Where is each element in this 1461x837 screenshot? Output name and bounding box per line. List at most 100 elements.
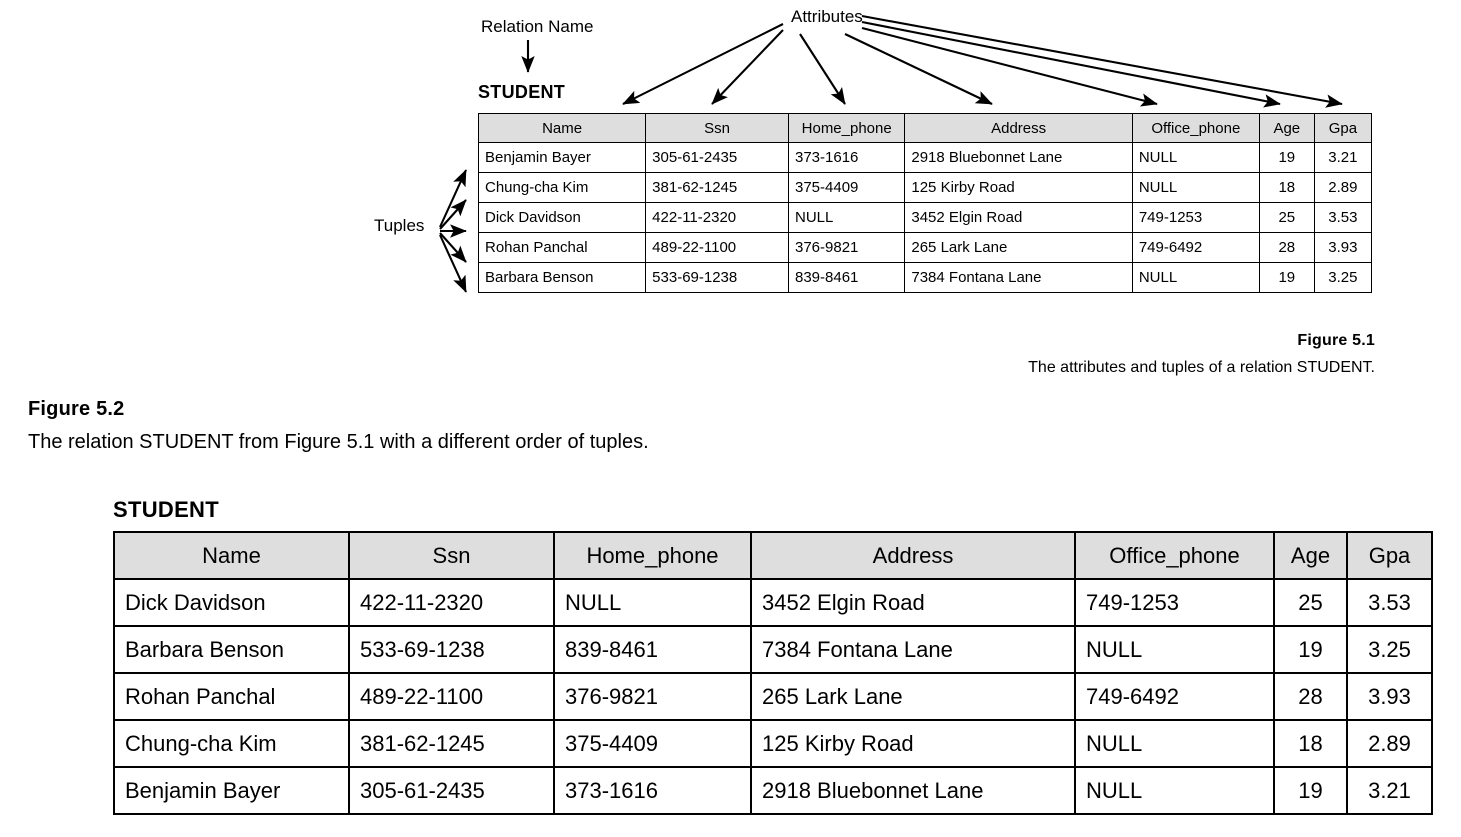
cell-home-phone: 376-9821: [553, 672, 752, 721]
cell-office-phone: 749-1253: [1131, 202, 1260, 233]
table-row: Benjamin Bayer 305-61-2435 373-1616 2918…: [477, 142, 1373, 173]
cell-gpa: 3.93: [1313, 232, 1373, 263]
cell-address: 125 Kirby Road: [904, 172, 1133, 203]
cell-name: Rohan Panchal: [113, 672, 350, 721]
cell-ssn: 381-62-1245: [645, 172, 789, 203]
cell-home-phone: 373-1616: [787, 142, 906, 173]
column-header-ssn: Ssn: [348, 531, 555, 580]
cell-name: Dick Davidson: [113, 578, 350, 627]
cell-age: 28: [1273, 672, 1348, 721]
cell-gpa: 3.21: [1346, 766, 1433, 815]
table-row: Barbara Benson 533-69-1238 839-8461 7384…: [113, 625, 1433, 674]
student-relation-table-fig51: Name Ssn Home_phone Address Office_phone…: [477, 113, 1373, 293]
cell-home-phone: 376-9821: [787, 232, 906, 263]
table-header-row: Name Ssn Home_phone Address Office_phone…: [113, 531, 1433, 580]
cell-age: 18: [1273, 719, 1348, 768]
cell-ssn: 305-61-2435: [645, 142, 789, 173]
column-header-gpa: Gpa: [1346, 531, 1433, 580]
cell-office-phone: NULL: [1131, 172, 1260, 203]
cell-address: 7384 Fontana Lane: [750, 625, 1076, 674]
cell-home-phone: 375-4409: [787, 172, 906, 203]
cell-name: Benjamin Bayer: [113, 766, 350, 815]
figure-51-caption-text: The attributes and tuples of a relation …: [1028, 359, 1375, 376]
cell-name: Rohan Panchal: [477, 232, 647, 263]
relation-name-annotation: Relation Name: [481, 17, 594, 36]
relation-title-top: STUDENT: [478, 82, 566, 102]
cell-address: 125 Kirby Road: [750, 719, 1076, 768]
cell-ssn: 489-22-1100: [645, 232, 789, 263]
column-header-ssn: Ssn: [645, 113, 789, 143]
cell-gpa: 3.53: [1313, 202, 1373, 233]
column-header-address: Address: [904, 113, 1133, 143]
figure-52-caption-text: The relation STUDENT from Figure 5.1 wit…: [28, 431, 649, 453]
cell-name: Barbara Benson: [477, 262, 647, 293]
student-relation-table-fig52: Name Ssn Home_phone Address Office_phone…: [113, 531, 1433, 815]
cell-age: 25: [1273, 578, 1348, 627]
cell-office-phone: NULL: [1074, 625, 1275, 674]
cell-name: Barbara Benson: [113, 625, 350, 674]
figure-52-caption-title: Figure 5.2: [28, 398, 125, 420]
cell-office-phone: 749-6492: [1131, 232, 1260, 263]
cell-gpa: 3.93: [1346, 672, 1433, 721]
column-header-home-phone: Home_phone: [553, 531, 752, 580]
table-row: Dick Davidson 422-11-2320 NULL 3452 Elgi…: [113, 578, 1433, 627]
cell-home-phone: 839-8461: [787, 262, 906, 293]
table-row: Rohan Panchal 489-22-1100 376-9821 265 L…: [477, 232, 1373, 263]
cell-address: 2918 Bluebonnet Lane: [750, 766, 1076, 815]
cell-home-phone: NULL: [553, 578, 752, 627]
cell-address: 7384 Fontana Lane: [904, 262, 1133, 293]
figure-51-caption: Figure 5.1 The attributes and tuples of …: [675, 332, 1375, 377]
cell-name: Benjamin Bayer: [477, 142, 647, 173]
relation-title-bottom: STUDENT: [113, 497, 219, 522]
cell-gpa: 2.89: [1313, 172, 1373, 203]
cell-office-phone: NULL: [1131, 142, 1260, 173]
cell-gpa: 3.53: [1346, 578, 1433, 627]
cell-ssn: 489-22-1100: [348, 672, 555, 721]
cell-office-phone: NULL: [1074, 766, 1275, 815]
cell-office-phone: NULL: [1074, 719, 1275, 768]
cell-home-phone: 373-1616: [553, 766, 752, 815]
attributes-arrows: [622, 14, 1343, 108]
cell-home-phone: NULL: [787, 202, 906, 233]
cell-age: 19: [1273, 625, 1348, 674]
cell-gpa: 3.25: [1313, 262, 1373, 293]
cell-ssn: 422-11-2320: [348, 578, 555, 627]
cell-address: 2918 Bluebonnet Lane: [904, 142, 1133, 173]
cell-office-phone: NULL: [1131, 262, 1260, 293]
column-header-name: Name: [477, 113, 647, 143]
cell-gpa: 3.21: [1313, 142, 1373, 173]
column-header-age: Age: [1273, 531, 1348, 580]
cell-name: Dick Davidson: [477, 202, 647, 233]
cell-age: 19: [1258, 262, 1315, 293]
cell-age: 28: [1258, 232, 1315, 263]
cell-gpa: 3.25: [1346, 625, 1433, 674]
cell-home-phone: 839-8461: [553, 625, 752, 674]
table-row: Chung-cha Kim 381-62-1245 375-4409 125 K…: [113, 719, 1433, 768]
cell-ssn: 533-69-1238: [348, 625, 555, 674]
cell-address: 3452 Elgin Road: [750, 578, 1076, 627]
cell-ssn: 422-11-2320: [645, 202, 789, 233]
cell-ssn: 305-61-2435: [348, 766, 555, 815]
cell-address: 265 Lark Lane: [750, 672, 1076, 721]
tuples-annotation: Tuples: [374, 216, 425, 235]
cell-ssn: 533-69-1238: [645, 262, 789, 293]
cell-gpa: 2.89: [1346, 719, 1433, 768]
column-header-office-phone: Office_phone: [1074, 531, 1275, 580]
tuples-arrows: [439, 169, 467, 293]
column-header-gpa: Gpa: [1313, 113, 1373, 143]
column-header-home-phone: Home_phone: [787, 113, 906, 143]
table-row: Benjamin Bayer 305-61-2435 373-1616 2918…: [113, 766, 1433, 815]
cell-age: 19: [1258, 142, 1315, 173]
table-header-row: Name Ssn Home_phone Address Office_phone…: [477, 113, 1373, 143]
column-header-age: Age: [1258, 113, 1315, 143]
table-row: Barbara Benson 533-69-1238 839-8461 7384…: [477, 262, 1373, 293]
table-row: Chung-cha Kim 381-62-1245 375-4409 125 K…: [477, 172, 1373, 203]
cell-address: 265 Lark Lane: [904, 232, 1133, 263]
column-header-address: Address: [750, 531, 1076, 580]
table-row: Dick Davidson 422-11-2320 NULL 3452 Elgi…: [477, 202, 1373, 233]
column-header-name: Name: [113, 531, 350, 580]
column-header-office-phone: Office_phone: [1131, 113, 1260, 143]
attributes-annotation: Attributes: [791, 7, 863, 26]
cell-office-phone: 749-6492: [1074, 672, 1275, 721]
